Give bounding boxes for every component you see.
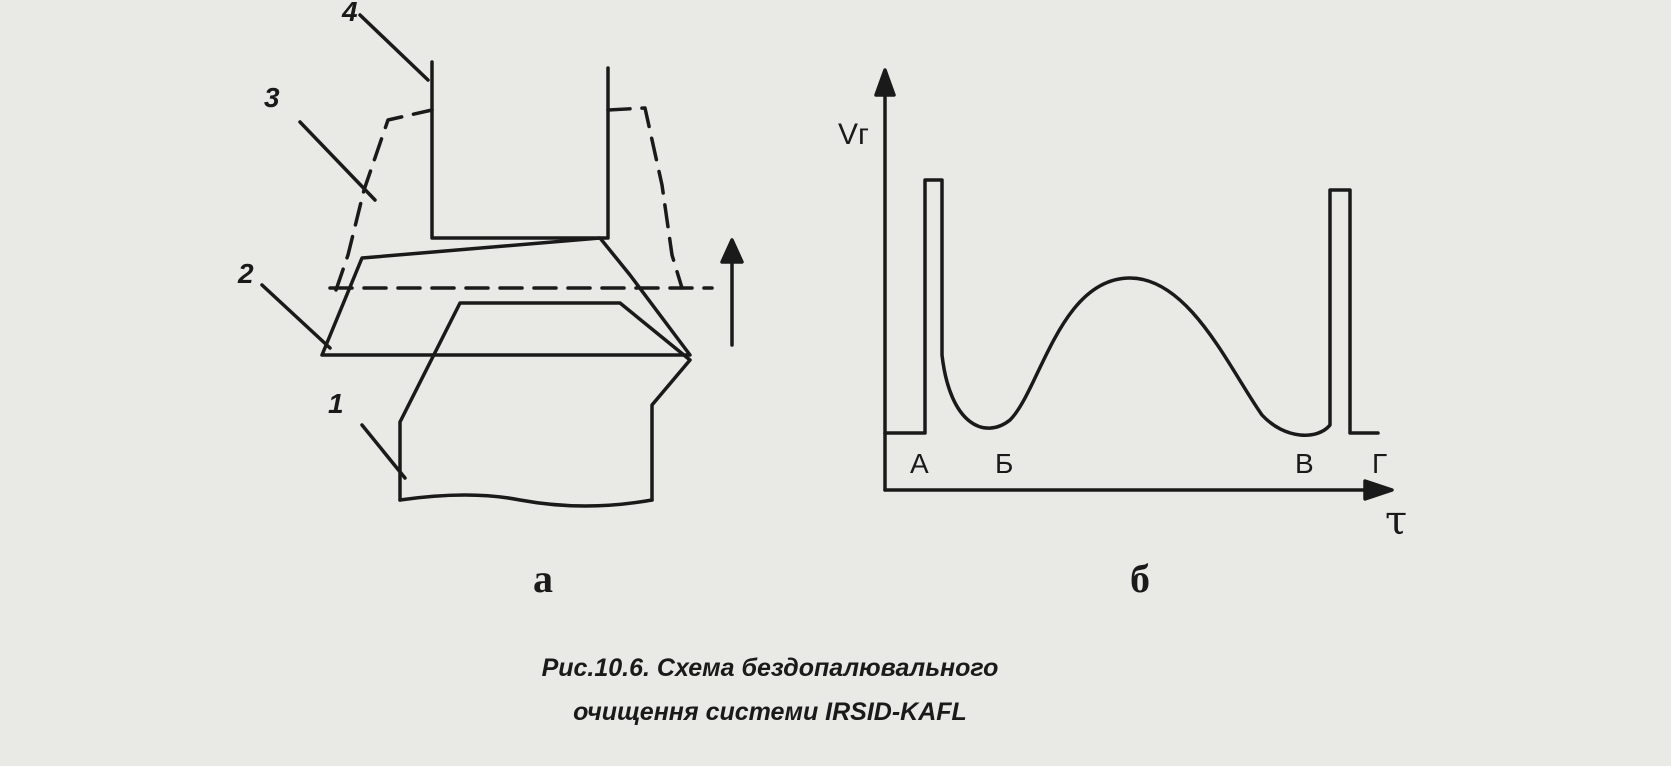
converter-body [398,301,692,502]
point-label-b: Б [995,448,1014,479]
panel-a-schematic [260,13,744,508]
x-axis-label: τ [1385,498,1408,544]
y-axis-arrow [874,68,896,97]
point-label-g: Г [1372,448,1388,479]
callout-2: 2 [238,258,254,289]
raised-hood-dashed [334,106,684,292]
point-label-v: В [1295,448,1314,479]
panel-a-label: а [533,556,553,601]
x-axis-arrow [1363,479,1394,501]
panel-b-graph [874,68,1394,501]
y-axis-label: Vг [838,118,869,151]
gas-volume-curve [883,178,1380,437]
leader-line-4 [358,13,430,82]
leader-line-1 [360,423,407,480]
figure-caption-line-2: очищення системи IRSID-KAFL [573,698,967,726]
callout-1: 1 [328,388,344,419]
callout-4: 4 [342,0,358,27]
gas-duct [430,60,610,240]
converter-bottom [398,493,654,508]
point-label-a: А [910,448,929,479]
callout-3: 3 [264,82,280,113]
panel-b-label: б [1130,556,1150,601]
figure-caption-line-1: Рис.10.6. Схема бездопалювального [541,654,999,682]
leader-line-2 [260,283,332,350]
hood-skirt [320,236,692,357]
lift-arrow-head [720,238,744,264]
leader-line-3 [298,120,377,202]
